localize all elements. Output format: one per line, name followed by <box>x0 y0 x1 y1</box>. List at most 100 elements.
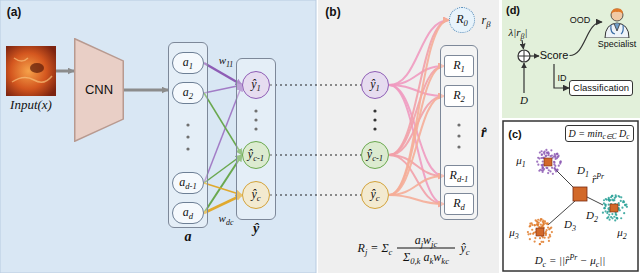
centroid-thumbnail <box>536 228 544 236</box>
feature-point <box>547 172 549 174</box>
math-piece: ŷ <box>370 77 375 91</box>
connector <box>270 154 361 155</box>
connector <box>124 89 168 92</box>
feature-point <box>543 168 545 170</box>
math-piece: λ|r <box>508 26 520 38</box>
feature-point <box>541 165 543 167</box>
math-piece: μ <box>617 226 623 238</box>
feature-point <box>553 161 555 163</box>
edge-label: OOD <box>569 15 592 25</box>
math-index: 0,k <box>410 256 420 266</box>
feature-point <box>616 217 618 219</box>
logit-node: ŷc <box>242 181 270 209</box>
math-piece: ŷ <box>251 77 256 91</box>
panel-c-frame <box>503 121 638 271</box>
math-piece: || <box>599 254 605 266</box>
vector-column: r̂R1R2Rd-1Rd <box>440 45 478 220</box>
feature-point <box>617 195 619 197</box>
feature-point <box>552 173 554 175</box>
math-index: d-1 <box>457 174 469 184</box>
math-index: c <box>466 247 470 257</box>
feature-point <box>551 155 553 157</box>
feature-point <box>542 241 544 243</box>
feature-point <box>611 213 613 215</box>
feature-point <box>608 214 610 216</box>
math-index: 1 <box>461 64 465 74</box>
feature-point <box>554 165 556 167</box>
feature-point <box>542 220 544 222</box>
math-index: c <box>596 260 600 269</box>
feature-point <box>606 199 608 201</box>
math-index: Pr <box>596 172 604 181</box>
math-index: 11 <box>226 60 233 69</box>
feature-point <box>531 222 533 224</box>
math-index: c <box>257 193 261 203</box>
math-piece: | <box>525 26 528 38</box>
vector-column: aa1a2ad-1ad <box>168 42 208 228</box>
node-text: ŷc <box>370 188 379 201</box>
panel-letter: (c) <box>508 128 521 140</box>
feature-point <box>539 243 541 245</box>
centroid-label: μ1 <box>516 154 525 166</box>
activation-cell: ad-1 <box>172 172 204 194</box>
feature-point <box>608 199 610 201</box>
feature-point <box>540 224 542 226</box>
feature-point <box>623 212 625 214</box>
feature-point <box>545 167 547 169</box>
node-text: Rd <box>453 197 465 210</box>
node-text: R0 <box>456 13 468 26</box>
edge-label: w11 <box>218 54 235 66</box>
math-piece: D = min <box>569 128 603 139</box>
feature-point <box>537 157 539 159</box>
feature-point <box>551 167 553 169</box>
node-text: Input(x) <box>10 98 52 112</box>
math-piece: w <box>219 54 226 66</box>
math-index: dc <box>226 218 233 227</box>
feature-point <box>605 210 607 212</box>
feature-point <box>610 196 612 198</box>
math-piece: a <box>179 175 185 189</box>
connector <box>389 66 444 155</box>
feature-point <box>529 225 531 227</box>
math-index: 2 <box>461 94 465 104</box>
distance-label: D2 <box>586 209 598 221</box>
formula-part: Rj = Σc <box>358 241 393 256</box>
math-label: r̂Pr <box>592 173 604 185</box>
node-text: ŷ1 <box>370 78 380 91</box>
math-piece: D <box>586 209 594 221</box>
connector <box>389 66 444 195</box>
math-piece: (a) <box>7 5 22 19</box>
feature-point <box>611 217 613 219</box>
math-index: j <box>365 247 367 257</box>
feature-point <box>615 214 617 216</box>
formula-part: ajwjc <box>415 233 438 248</box>
connector <box>270 84 361 85</box>
output-arrow <box>530 55 539 56</box>
feature-point <box>615 213 617 215</box>
activation-cell: a2 <box>172 82 204 104</box>
feature-point <box>620 200 622 202</box>
math-piece: Σ <box>403 250 410 264</box>
feature-point <box>527 231 529 233</box>
math-label: D <box>520 94 528 106</box>
feature-point <box>550 149 552 151</box>
feature-point <box>603 199 605 201</box>
relevance-node: R0 <box>449 7 475 33</box>
math-index: 0 <box>464 18 468 28</box>
feature-point <box>541 154 543 156</box>
image-ground <box>6 46 56 96</box>
process-box: D = minc∈C Dc <box>565 125 634 142</box>
feature-point <box>555 158 557 160</box>
math-index: c <box>543 260 547 269</box>
math-piece: ID <box>558 73 567 83</box>
dot <box>373 109 376 112</box>
feature-point <box>534 224 536 226</box>
math-piece: a <box>415 233 421 247</box>
feature-point <box>539 237 541 239</box>
feature-point <box>536 220 538 222</box>
math-piece: ŷ <box>370 187 375 201</box>
feature-point <box>542 160 544 162</box>
centroid-label: μ3 <box>509 226 518 238</box>
node-text: ad <box>183 206 193 219</box>
connector <box>389 96 444 195</box>
